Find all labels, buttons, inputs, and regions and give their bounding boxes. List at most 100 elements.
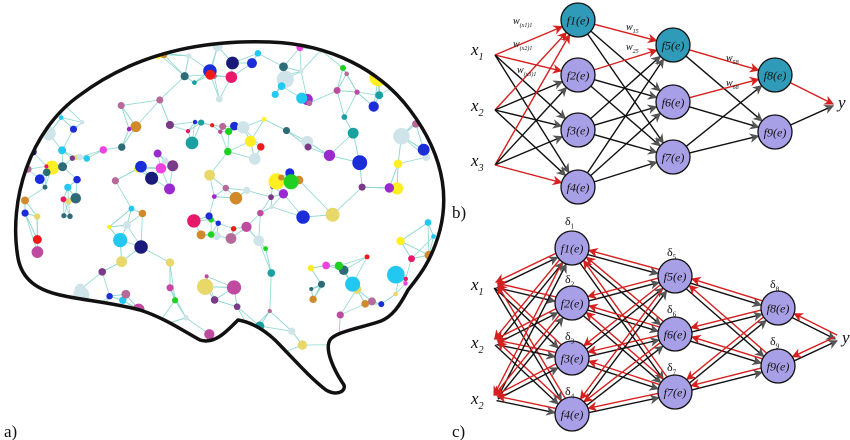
mesh-link [213, 342, 219, 345]
brain-node [150, 355, 156, 361]
brain-node [283, 174, 299, 190]
mesh-link [150, 358, 154, 373]
mesh-link [31, 315, 59, 349]
edge-c-backprop [585, 256, 664, 322]
mesh-link [94, 46, 97, 58]
edge-c-backprop [587, 303, 660, 328]
mesh-link [413, 320, 432, 343]
neuron-b: f4(e) [560, 169, 596, 205]
mesh-link [338, 314, 341, 345]
brain-node [334, 261, 344, 271]
mesh-link [136, 374, 149, 390]
brain-node [180, 72, 189, 81]
mesh-link [397, 371, 420, 380]
brain-node [271, 90, 279, 99]
brain-node [400, 78, 406, 84]
edge-c-forward [586, 345, 664, 406]
mesh-link [96, 371, 127, 386]
mesh-link [57, 348, 76, 356]
edge-c-backprop [791, 336, 836, 358]
edge-b [494, 109, 567, 177]
brain-node [31, 246, 44, 258]
brain-node [46, 297, 55, 305]
brain-node [222, 184, 230, 192]
brain-node [155, 163, 167, 174]
mesh-link [169, 262, 176, 301]
edge-b [494, 33, 571, 166]
brain-node [153, 324, 159, 330]
mesh-link [89, 311, 97, 320]
mesh-link [62, 384, 97, 388]
neuron-label: f1(e) [561, 242, 584, 256]
mesh-link [125, 371, 138, 376]
edge-c-backprop [690, 334, 763, 360]
mesh-link [385, 371, 398, 380]
brain-network-illustration [13, 40, 446, 395]
brain-node [212, 231, 221, 241]
mesh-link [183, 363, 186, 372]
brain-node [180, 359, 188, 367]
mesh-link [150, 371, 171, 383]
mesh-link [246, 369, 273, 379]
mesh-link [121, 331, 126, 351]
brain-node [233, 303, 241, 311]
mesh-link [372, 378, 386, 386]
mesh-link [30, 129, 34, 152]
brain-node [67, 213, 73, 220]
mesh-link [153, 357, 168, 367]
neuron-b: f3(e) [560, 112, 596, 148]
mesh-link [253, 377, 273, 387]
edge-b [590, 55, 662, 120]
mesh-link [169, 287, 187, 319]
brain-node [207, 231, 215, 238]
mesh-link [58, 94, 62, 102]
mesh-link [372, 384, 379, 389]
edge-b [494, 109, 563, 129]
edge-b [494, 31, 568, 111]
neuron-circle [657, 316, 693, 352]
brain-node [210, 296, 219, 304]
delta-label: δ3 [565, 329, 575, 346]
mesh-link [183, 363, 186, 372]
brain-node [143, 384, 154, 393]
mesh-link [32, 100, 61, 109]
mesh-link [75, 354, 97, 386]
brain-node [297, 340, 308, 350]
delta-label: δ8 [770, 277, 780, 294]
brain-node [183, 315, 189, 321]
brain-node [21, 196, 29, 205]
network-b-output-label: y [836, 93, 846, 112]
edge-c-forward [691, 369, 764, 391]
brain-node [425, 343, 432, 350]
brain-node [61, 213, 67, 219]
mesh-link [26, 348, 58, 383]
mesh-link [30, 51, 60, 54]
brain-node [224, 147, 232, 156]
brain-node [42, 168, 51, 177]
edge-c-backprop [583, 284, 661, 347]
mesh-link [93, 45, 97, 58]
mesh-link [414, 341, 432, 354]
mesh-link [136, 371, 151, 376]
brain-node [267, 308, 272, 314]
input-label-b: x3 [470, 151, 484, 174]
brain-node [106, 292, 113, 300]
mesh-link [159, 75, 185, 101]
mesh-link [309, 90, 338, 104]
brain-node [278, 189, 289, 199]
brain-node [32, 235, 42, 244]
brain-node [138, 209, 147, 218]
brain-node [296, 210, 310, 224]
mesh-link [60, 93, 62, 102]
mesh-link [378, 54, 383, 96]
mesh-link [30, 51, 60, 54]
mesh-link [382, 54, 404, 82]
brain-node [69, 125, 78, 133]
mesh-link [59, 93, 62, 96]
brain-node [225, 233, 237, 244]
edge-c-backprop [793, 313, 838, 336]
brain-node [185, 128, 191, 134]
brain-node [241, 221, 252, 233]
mesh-link [166, 362, 184, 367]
